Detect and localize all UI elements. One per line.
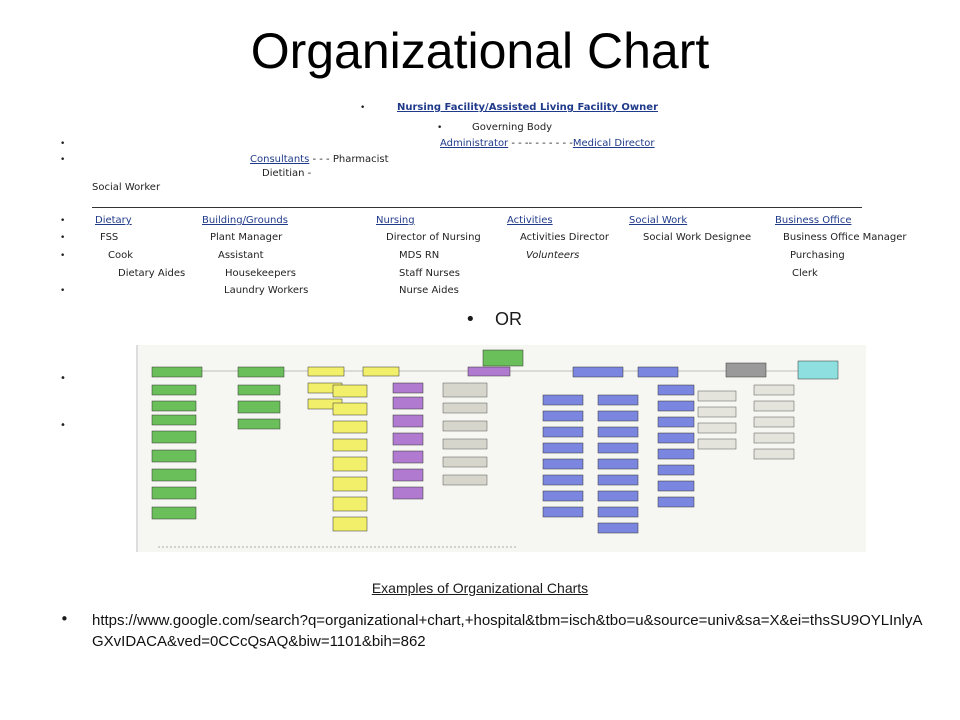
bullet: • [60, 216, 66, 226]
dept-building: Building/Grounds [202, 215, 288, 226]
owner-label: Nursing Facility/Assisted Living Facilit… [397, 102, 659, 113]
bullet: • [360, 103, 366, 113]
head-plant-manager: Plant Manager [210, 232, 283, 243]
pharmacist-label: - - - Pharmacist [309, 154, 389, 165]
head-social-work-designee: Social Work Designee [643, 232, 752, 243]
staff-cook: Cook [108, 250, 134, 261]
divider-line [92, 207, 862, 208]
medical-director-label: Medical Director [572, 138, 655, 149]
head-fss: FSS [100, 232, 119, 243]
bullet: • [60, 233, 66, 243]
dept-business-office: Business Office [775, 215, 852, 226]
dept-social-work: Social Work [629, 215, 688, 226]
bullet: • [60, 251, 66, 261]
staff-laundry-workers: Laundry Workers [224, 285, 309, 296]
staff-dietary-aides: Dietary Aides [118, 268, 186, 279]
staff-purchasing: Purchasing [790, 250, 845, 261]
dept-nursing: Nursing [376, 215, 415, 226]
staff-staff-nurses: Staff Nurses [399, 268, 460, 279]
source-url[interactable]: https://www.google.com/search?q=organiza… [92, 612, 923, 650]
org-chart-thumbnail [151, 349, 839, 548]
staff-mds-rn: MDS RN [399, 250, 440, 261]
staff-assistant: Assistant [218, 250, 264, 261]
head-director-nursing: Director of Nursing [386, 232, 481, 243]
consultants-label: Consultants [250, 154, 310, 165]
consultants-row: Consultants - - - Pharmacist [250, 154, 389, 165]
example-org-chart-image [136, 345, 866, 552]
bullet: • [60, 155, 66, 165]
dietitian-label: Dietitian - [262, 168, 312, 179]
staff-clerk: Clerk [792, 268, 818, 279]
staff-housekeepers: Housekeepers [225, 268, 296, 279]
charts-caption-link[interactable]: Examples of Organizational Charts [371, 580, 589, 596]
bullet: • [465, 309, 476, 330]
administrator-row: Administrator - - -- - - - - - -Medical … [440, 138, 655, 149]
bullet: • [60, 373, 66, 384]
staff-volunteers: Volunteers [526, 250, 580, 261]
head-business-office-manager: Business Office Manager [783, 232, 907, 243]
social-worker-label: Social Worker [92, 182, 161, 193]
staff-nurse-aides: Nurse Aides [399, 285, 459, 296]
administrator-dashes: - - -- - - - - - - [508, 138, 573, 149]
page-title: Organizational Chart [250, 23, 710, 79]
head-activities-director: Activities Director [520, 232, 609, 243]
bullet: • [60, 610, 69, 628]
governing-body-label: Governing Body [472, 122, 553, 133]
dept-activities: Activities [507, 215, 553, 226]
bullet: • [60, 420, 66, 431]
administrator-label: Administrator [440, 138, 509, 149]
dept-dietary: Dietary [95, 215, 132, 226]
bullet: • [437, 123, 443, 133]
bullet: • [60, 286, 66, 296]
or-label: OR [495, 309, 522, 329]
bullet: • [60, 139, 66, 149]
